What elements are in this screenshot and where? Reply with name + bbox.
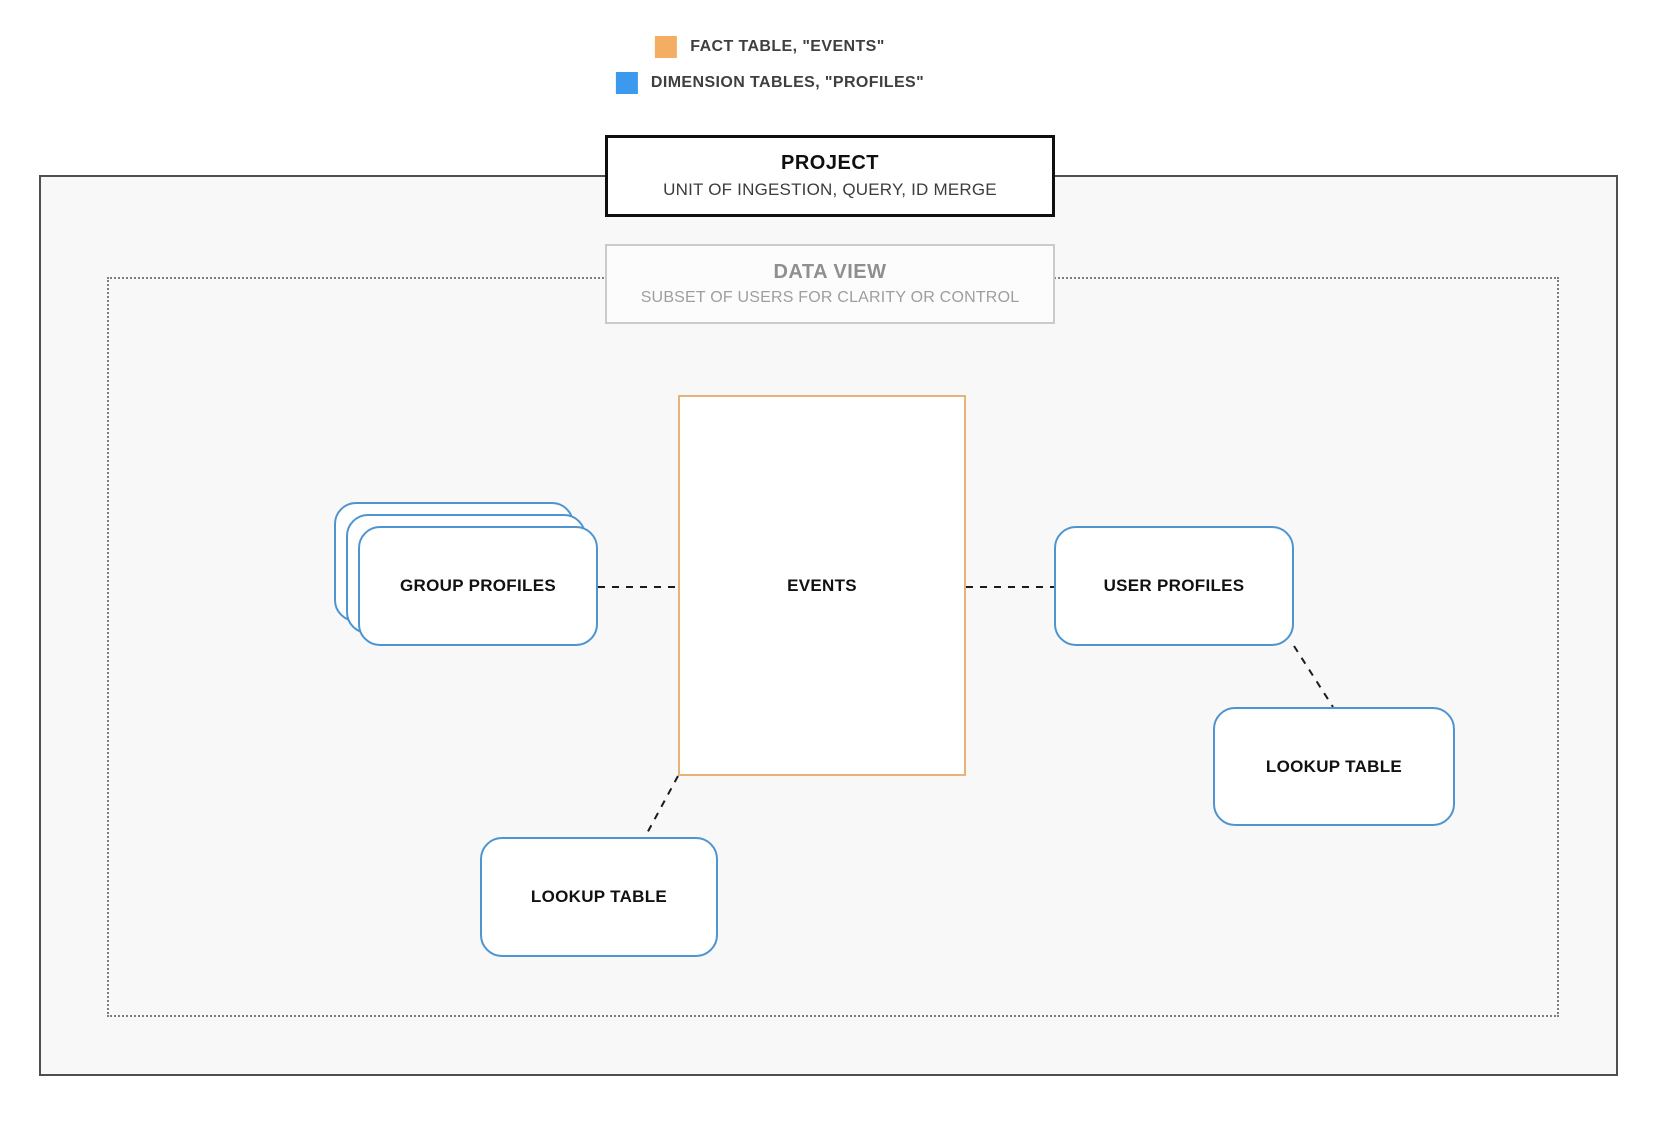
group-profiles-label: GROUP PROFILES — [400, 576, 556, 595]
legend: FACT TABLE, "EVENTS" DIMENSION TABLES, "… — [615, 36, 925, 94]
fact-table-legend-label: FACT TABLE, "EVENTS" — [690, 38, 885, 55]
dimension-tables-color-swatch-icon — [615, 72, 638, 94]
legend-row-fact-table: FACT TABLE, "EVENTS" — [655, 36, 884, 58]
dimension-tables-legend-label: DIMENSION TABLES, "PROFILES" — [650, 74, 925, 91]
node-events: EVENTS — [678, 395, 966, 776]
user-profiles-label: USER PROFILES — [1103, 576, 1245, 595]
node-group-profiles-stack: GROUP PROFILES — [334, 502, 622, 670]
project-title: PROJECT — [781, 152, 879, 174]
data-view-header-box: DATA VIEW SUBSET OF USERS FOR CLARITY OR… — [605, 244, 1055, 324]
node-user-profiles: USER PROFILES — [1054, 526, 1294, 646]
project-header-box: PROJECT UNIT OF INGESTION, QUERY, ID MER… — [605, 135, 1055, 217]
node-group-profiles: GROUP PROFILES — [358, 526, 598, 646]
data-view-subtitle: SUBSET OF USERS FOR CLARITY OR CONTROL — [640, 289, 1020, 306]
lookup-table-left-label: LOOKUP TABLE — [530, 887, 668, 906]
fact-table-color-swatch-icon — [655, 36, 678, 58]
data-view-title: DATA VIEW — [773, 261, 887, 283]
project-subtitle: UNIT OF INGESTION, QUERY, ID MERGE — [663, 180, 997, 199]
node-lookup-table-left: LOOKUP TABLE — [480, 837, 718, 957]
events-label: EVENTS — [787, 575, 857, 595]
lookup-table-right-label: LOOKUP TABLE — [1265, 756, 1403, 776]
node-lookup-table-right: LOOKUP TABLE — [1213, 707, 1455, 826]
legend-row-dimension-tables: DIMENSION TABLES, "PROFILES" — [615, 72, 925, 94]
